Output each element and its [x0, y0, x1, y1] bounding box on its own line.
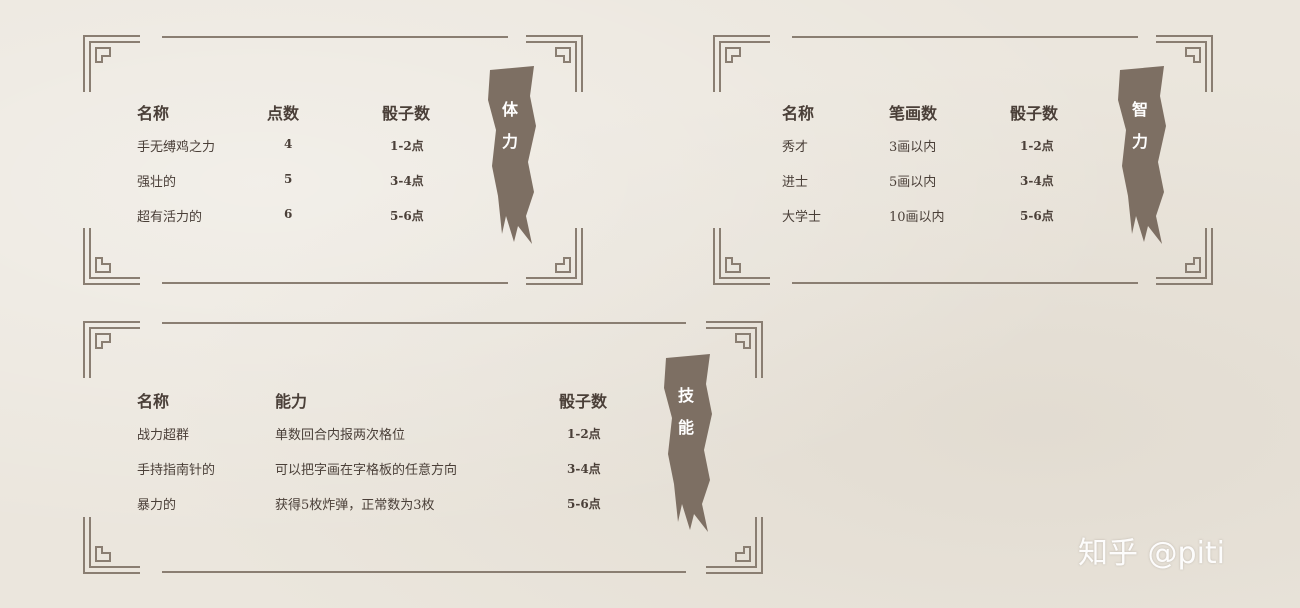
table-cell: 手无缚鸡之力	[137, 140, 216, 155]
table-cell: 获得5枚炸弹，正常数为3枚	[275, 498, 435, 513]
section-tag: 体力	[501, 100, 518, 151]
section-tag: 智力	[1131, 100, 1148, 151]
header-points: 点数	[267, 104, 300, 123]
table-cell: 5	[284, 172, 293, 186]
header-dice: 骰子数	[1010, 104, 1059, 123]
header-dice: 骰子数	[382, 104, 431, 123]
watermark: 知乎 @piti	[1078, 536, 1226, 571]
section-tag: 技能	[677, 386, 694, 437]
decorative-frame	[713, 35, 1213, 285]
table-cell: 可以把字画在字格板的任意方向	[275, 463, 458, 478]
brush-stroke	[664, 354, 712, 532]
header-ability: 能力	[275, 392, 308, 411]
decorative-frame	[83, 35, 583, 285]
table-cell: 战力超群	[137, 428, 190, 443]
table-cell: 强壮的	[137, 175, 177, 190]
table-cell: 进士	[782, 175, 809, 190]
table-cell: 暴力的	[137, 498, 177, 513]
table-cell: 1-2点	[1020, 139, 1054, 153]
header-name: 名称	[782, 104, 815, 123]
table-cell: 5-6点	[1020, 209, 1054, 223]
table-cell: 超有活力的	[137, 210, 203, 225]
table-cell: 手持指南针的	[137, 463, 216, 478]
table-cell: 3-4点	[567, 462, 601, 476]
table-cell: 10画以内	[889, 210, 945, 225]
table-cell: 4	[284, 137, 293, 151]
table-cell: 3-4点	[1020, 174, 1054, 188]
header-strokes: 笔画数	[889, 104, 938, 123]
table-cell: 大学士	[782, 210, 822, 225]
brush-stroke	[1118, 66, 1166, 244]
skill-panel: 技能 名称 能力 骰子数 战力超群 单数回合内报两次格位 1-2点 手持指南针的…	[82, 320, 764, 575]
brush-stroke	[488, 66, 536, 244]
table-cell: 6	[284, 207, 293, 221]
header-name: 名称	[137, 104, 170, 123]
table-cell: 3-4点	[390, 174, 424, 188]
table-cell: 秀才	[782, 140, 809, 155]
header-dice: 骰子数	[559, 392, 608, 411]
table-cell: 1-2点	[390, 139, 424, 153]
header-name: 名称	[137, 392, 170, 411]
intelligence-panel: 智力 名称 笔画数 骰子数 秀才 3画以内 1-2点 进士 5画以内 3-4点 …	[712, 34, 1214, 286]
table-cell: 5-6点	[390, 209, 424, 223]
table-cell: 单数回合内报两次格位	[275, 428, 406, 443]
stamina-panel: 体力 名称 点数 骰子数 手无缚鸡之力 4 1-2点 强壮的 5 3-4点 超有…	[82, 34, 584, 286]
table-cell: 3画以内	[889, 140, 937, 155]
table-cell: 5画以内	[889, 175, 937, 190]
table-cell: 1-2点	[567, 427, 601, 441]
decorative-frame	[83, 321, 763, 574]
table-cell: 5-6点	[567, 497, 601, 511]
